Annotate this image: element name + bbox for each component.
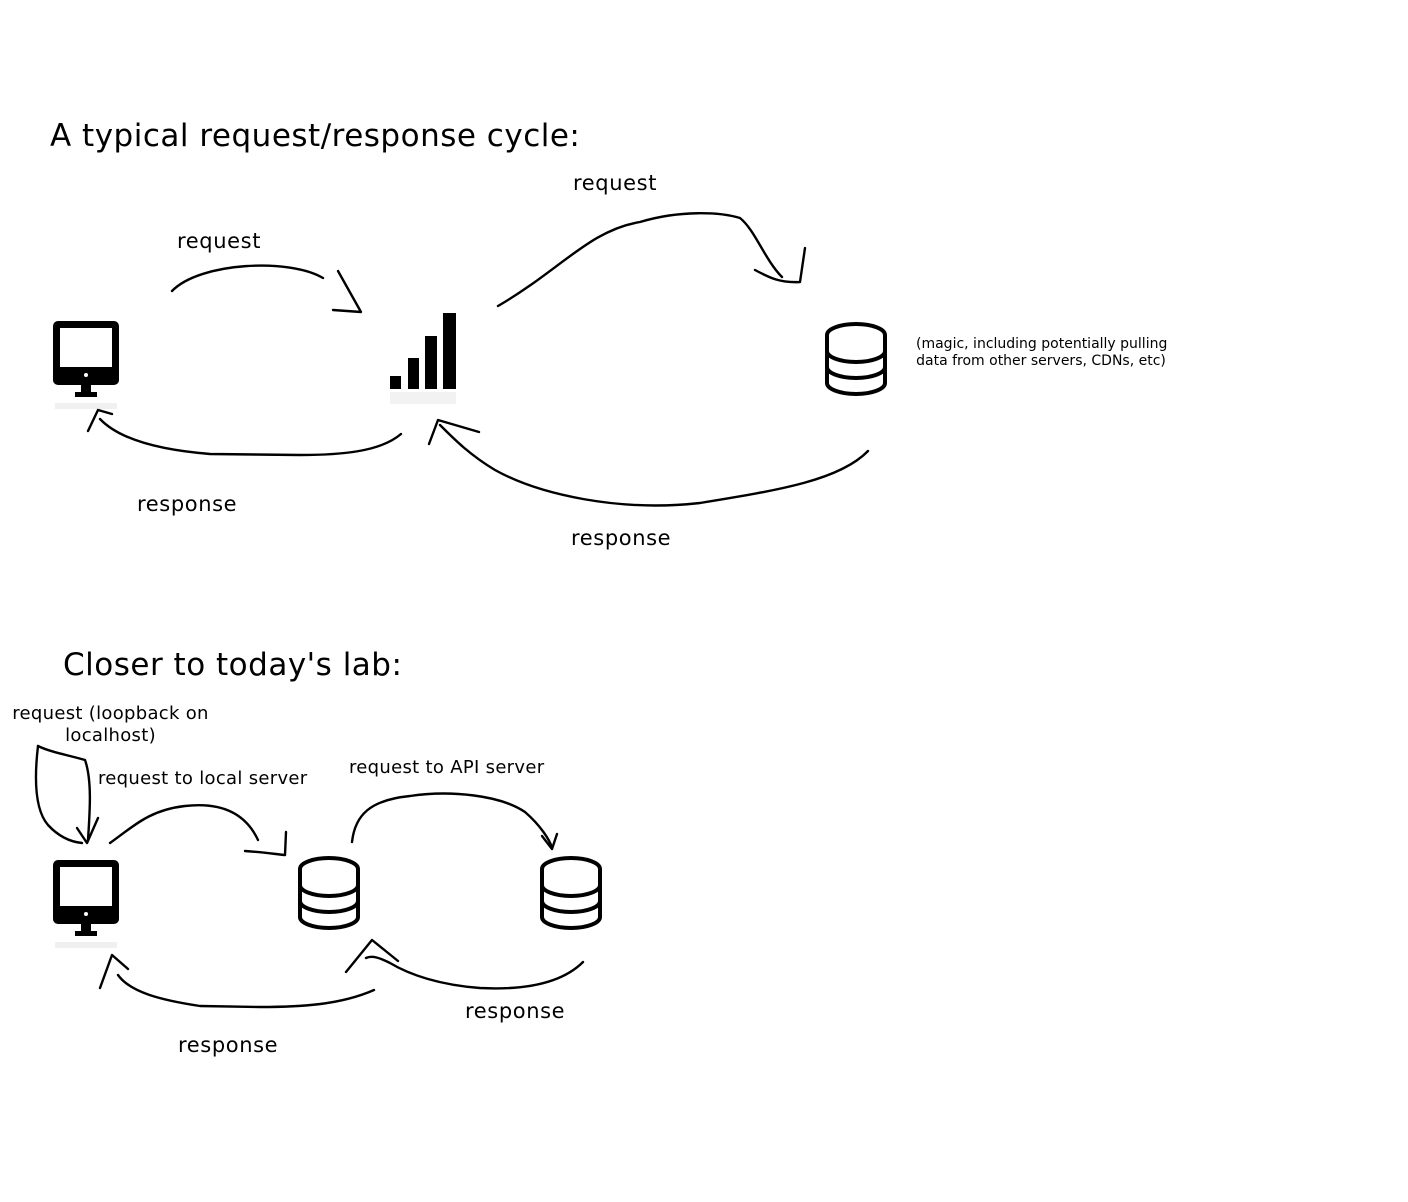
computer-icon [53,321,119,409]
section-title: A typical request/response cycle: [50,118,581,154]
response-arrow-local-server-to-client [98,953,376,1009]
section-title: Closer to today's lab: [63,647,403,683]
request-arrow-client-to-server [170,264,363,314]
request-arrow-client-to-local-server [108,804,288,857]
backend-note-line: data from other servers, CDNs, etc) [916,353,1166,369]
computer-icon [53,860,119,948]
backend-note-line: (magic, including potentially pulling [916,336,1168,352]
request-arrow-server-to-backend [496,212,807,308]
response-label: response [178,1033,279,1057]
request-label: request [573,171,658,195]
backend-note: (magic, including potentially pulling da… [916,336,1168,370]
loopback-label-line: localhost) [65,725,156,746]
request-label: request [177,229,262,253]
loopback-arrow [34,744,100,845]
database-icon [540,856,602,930]
response-arrow-server-to-client [86,408,403,457]
local-server-request-label: request to local server [98,768,308,789]
api-server-request-label: request to API server [349,757,545,778]
loopback-label: request (loopback on localhost) [8,703,213,747]
loopback-label-line: request (loopback on [12,703,209,724]
response-arrow-backend-to-server [427,418,870,507]
response-label: response [571,526,672,550]
request-arrow-local-to-api-server [350,792,559,851]
database-icon [298,856,360,930]
response-label: response [465,999,566,1023]
response-arrow-api-to-local-server [344,938,585,990]
response-label: response [137,492,238,516]
signal-bars-icon [390,313,456,404]
database-icon [825,322,887,396]
